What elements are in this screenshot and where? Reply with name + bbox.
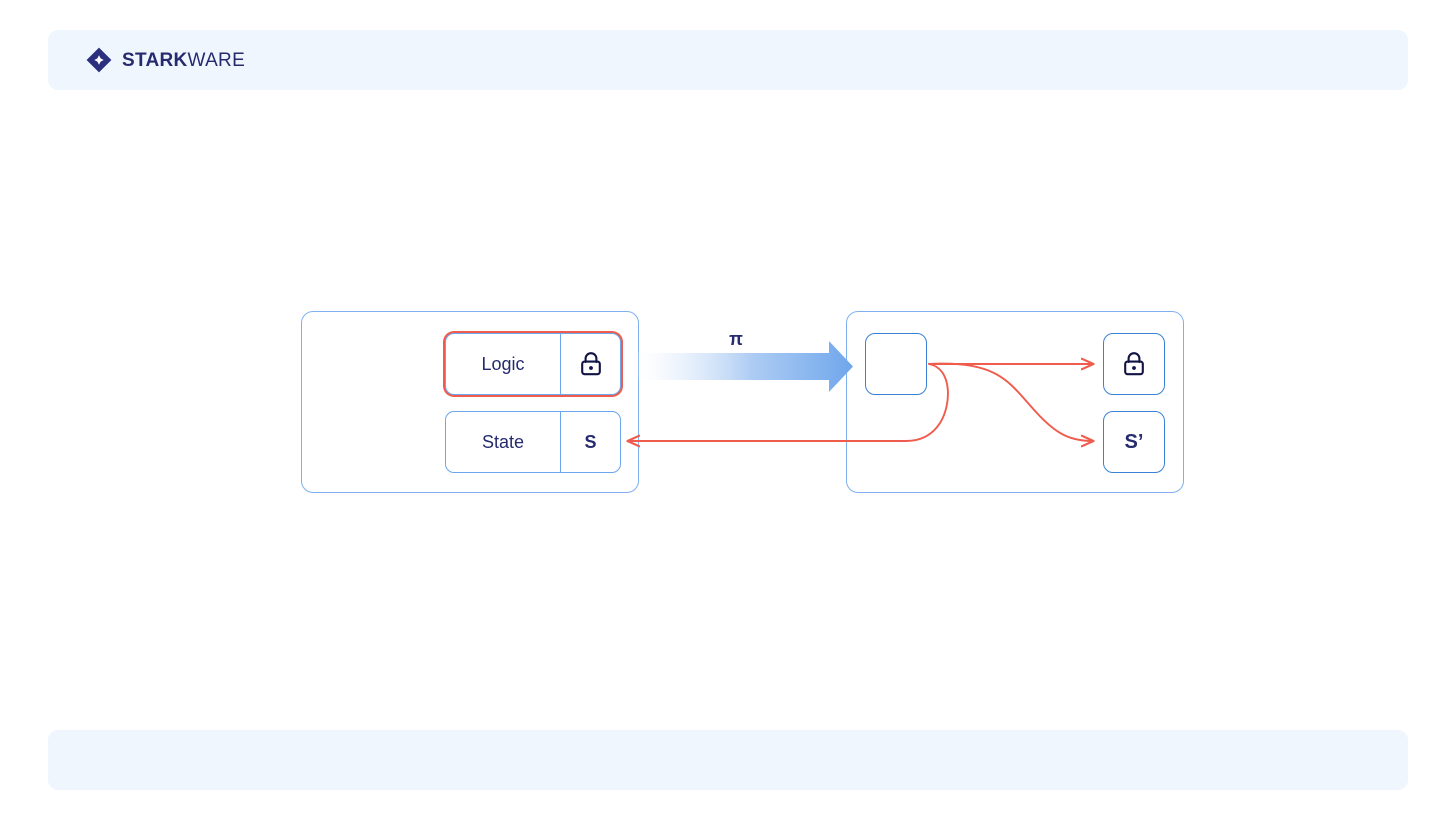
state-row-label: State	[481, 431, 525, 452]
lock-icon	[578, 350, 604, 378]
brand-name: STARKWARE	[122, 51, 245, 70]
logic-row[interactable]: Logic	[445, 333, 621, 395]
brand-name-light: WARE	[187, 49, 246, 71]
state-row-value: S	[560, 412, 620, 472]
lock-output-box[interactable]	[1103, 333, 1165, 395]
footer-band	[48, 730, 1408, 790]
prover-box[interactable]	[865, 333, 927, 395]
proof-arrow-label: π	[729, 329, 743, 349]
starkware-diamond-logo-icon	[86, 47, 112, 73]
header-band	[48, 30, 1408, 90]
brand-logo: STARKWARE	[86, 45, 245, 75]
state-row[interactable]: State S	[445, 411, 621, 473]
lock-icon	[1121, 350, 1147, 378]
state-prime-output-box[interactable]: S’	[1103, 411, 1165, 473]
logic-row-value	[560, 334, 620, 394]
brand-name-bold: STARK	[122, 49, 188, 71]
logic-row-label: Logic	[481, 353, 525, 374]
